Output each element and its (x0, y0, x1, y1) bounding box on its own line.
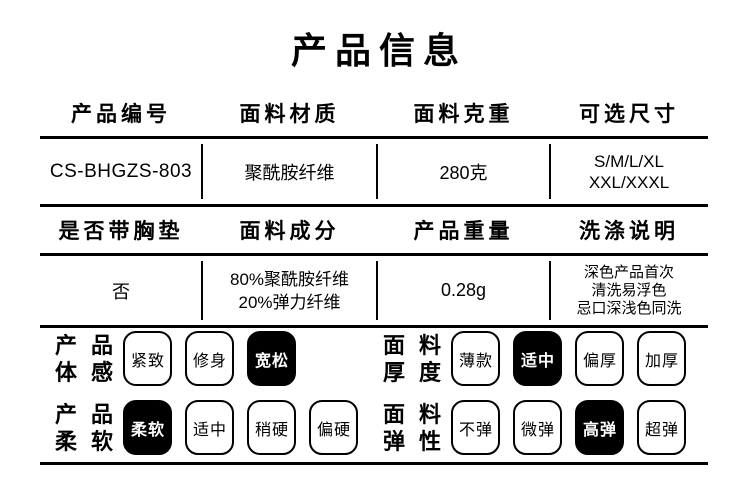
header-washing-instructions: 洗涤说明 (579, 220, 679, 243)
header-fabric-weight: 面料克重 (413, 103, 514, 126)
option-firm: 偏硬 (309, 400, 358, 455)
fabric-thickness-group: 面料 厚度 薄款 适中 偏厚 加厚 (383, 324, 686, 393)
option-slightly-firm: 稍硬 (247, 400, 296, 455)
divider-line (40, 325, 708, 328)
fabric-elasticity-label: 面料 弹性 (383, 401, 441, 454)
header-product-weight: 产品重量 (413, 220, 514, 243)
bottom-border-line (40, 462, 708, 465)
product-weight-value: 0.28g (376, 256, 550, 325)
option-tight: 紧致 (123, 331, 172, 386)
product-softness-chips: 柔软 适中 稍硬 偏硬 (123, 400, 358, 455)
option-thin: 薄款 (451, 331, 500, 386)
divider-line (40, 136, 708, 139)
option-slim: 修身 (185, 331, 234, 386)
available-sizes-value: S/M/L/XL XXL/XXXL (549, 139, 708, 204)
product-attributes-section: 产品 体感 紧致 修身 宽松 面料 厚度 薄款 适中 偏厚 加厚 (40, 324, 708, 465)
header-fabric-composition: 面料成分 (239, 220, 340, 243)
header-chest-pad: 是否带胸垫 (58, 220, 184, 243)
fabric-thickness-label: 面料 厚度 (383, 332, 441, 385)
option-no-stretch: 不弹 (451, 400, 500, 455)
fabric-composition-value: 80%聚酰胺纤维 20%弹力纤维 (201, 256, 377, 325)
option-slightly-thick: 偏厚 (575, 331, 624, 386)
product-code-value: CS-BHGZS-803 (49, 160, 193, 182)
fabric-material-value: 聚酰胺纤维 (201, 139, 377, 204)
fabric-thickness-chips: 薄款 适中 偏厚 加厚 (451, 331, 686, 386)
table-header-row-1: 产品编号 面料材质 面料克重 可选尺寸 (40, 90, 708, 136)
product-feel-group: 产品 体感 紧致 修身 宽松 (55, 324, 296, 393)
header-fabric-material: 面料材质 (239, 103, 340, 126)
table-value-row-2: 否 80%聚酰胺纤维 20%弹力纤维 0.28g 深色产品首次 清洗易浮色 忌口… (40, 256, 708, 325)
option-high-stretch-selected: 高弹 (575, 400, 624, 455)
fabric-elasticity-group: 面料 弹性 不弹 微弹 高弹 超弹 (383, 393, 686, 462)
product-softness-group: 产品 柔软 柔软 适中 稍硬 偏硬 (55, 393, 358, 462)
product-feel-chips: 紧致 修身 宽松 (123, 331, 296, 386)
divider-line (40, 253, 708, 256)
option-medium-thickness-selected: 适中 (513, 331, 562, 386)
product-feel-label: 产品 体感 (55, 332, 113, 385)
table-value-row-1: CS-BHGZS-803 聚酰胺纤维 280克 S/M/L/XL XXL/XXX… (40, 139, 708, 204)
option-slight-stretch: 微弹 (513, 400, 562, 455)
divider-line (40, 204, 708, 207)
attributes-row-2: 产品 柔软 柔软 适中 稍硬 偏硬 面料 弹性 不弹 微弹 高弹 (40, 393, 708, 462)
washing-instructions-value: 深色产品首次 清洗易浮色 忌口深浅色同洗 (549, 256, 708, 325)
product-softness-label: 产品 柔软 (55, 401, 113, 454)
option-extra-thick: 加厚 (637, 331, 686, 386)
option-super-stretch: 超弹 (637, 400, 686, 455)
fabric-elasticity-chips: 不弹 微弹 高弹 超弹 (451, 400, 686, 455)
option-medium-soft: 适中 (185, 400, 234, 455)
product-info-table: 产品编号 面料材质 面料克重 可选尺寸 CS-BHGZS-803 聚酰胺纤维 2… (40, 90, 708, 328)
fabric-weight-value: 280克 (376, 139, 550, 204)
option-loose-selected: 宽松 (247, 331, 296, 386)
option-soft-selected: 柔软 (123, 400, 172, 455)
header-available-sizes: 可选尺寸 (579, 103, 679, 126)
table-header-row-2: 是否带胸垫 面料成分 产品重量 洗涤说明 (40, 207, 708, 253)
header-product-code: 产品编号 (71, 103, 171, 126)
attributes-row-1: 产品 体感 紧致 修身 宽松 面料 厚度 薄款 适中 偏厚 加厚 (40, 324, 708, 393)
chest-pad-value: 否 (112, 281, 130, 302)
page-title: 产品信息 (290, 30, 467, 71)
